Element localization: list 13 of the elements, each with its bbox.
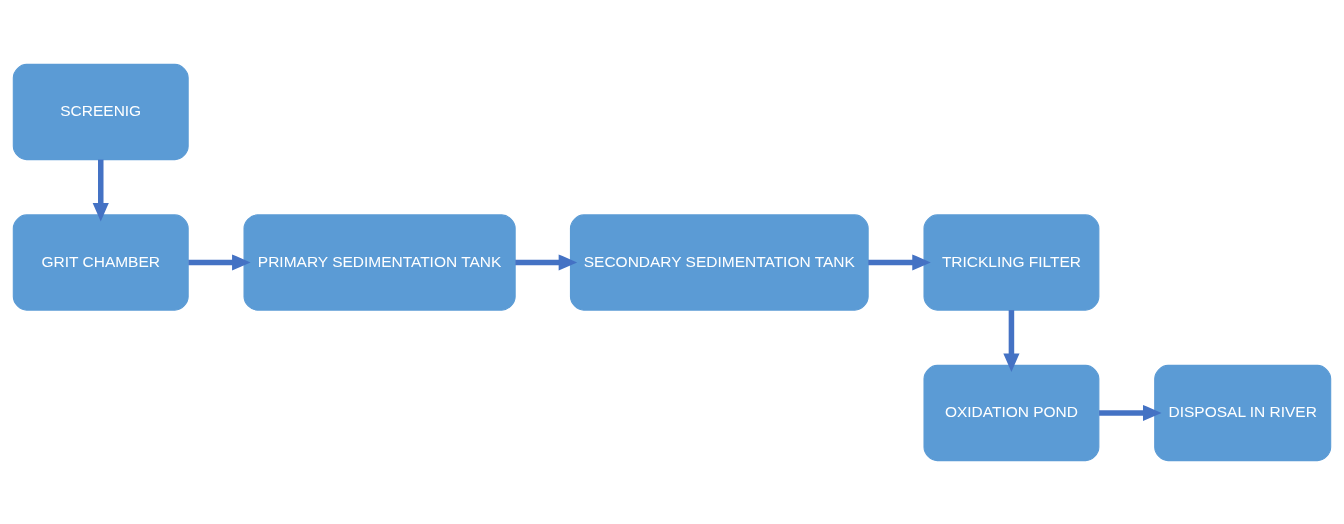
arrow bbox=[188, 253, 251, 271]
node-box: DISPOSAL IN RIVER bbox=[1154, 364, 1332, 461]
node-box: SCREENIG bbox=[12, 63, 189, 160]
arrow bbox=[1003, 309, 1020, 372]
arrow bbox=[868, 253, 931, 271]
node-box: OXIDATION POND bbox=[923, 364, 1100, 461]
arrow bbox=[1099, 404, 1162, 421]
node-box: PRIMARY SEDIMENTATION TANK bbox=[243, 213, 516, 311]
node-box: GRIT CHAMBER bbox=[12, 213, 189, 311]
arrow bbox=[515, 253, 578, 271]
arrow bbox=[92, 159, 109, 221]
node-box: TRICKLING FILTER bbox=[923, 213, 1100, 311]
node-box: SECONDARY SEDIMENTATION TANK bbox=[569, 213, 869, 311]
